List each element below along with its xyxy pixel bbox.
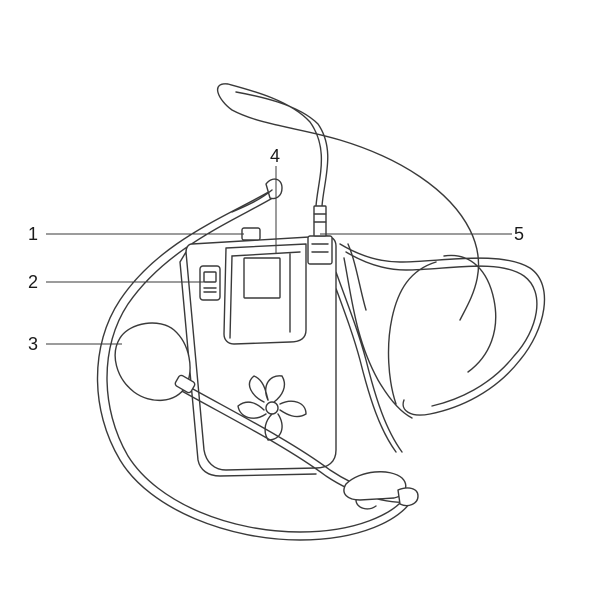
flower-logo <box>237 375 307 441</box>
leader-lines <box>46 166 512 345</box>
callout-3: 3 <box>28 334 38 354</box>
lcd-display <box>243 257 281 299</box>
bodypack-body <box>179 205 337 477</box>
antenna-cable <box>216 83 546 453</box>
callout-2: 2 <box>28 272 38 292</box>
callout-4: 4 <box>270 146 280 166</box>
power-button <box>241 227 261 241</box>
mode-switch <box>199 265 221 301</box>
headset-neckband <box>96 178 413 541</box>
callout-5: 5 <box>514 224 524 244</box>
callout-1: 1 <box>28 224 38 244</box>
headset-microphone <box>114 322 419 510</box>
audio-connector <box>307 235 333 265</box>
windscreen-foam <box>114 322 191 402</box>
callout-labels: 1 2 3 4 5 <box>28 146 524 354</box>
